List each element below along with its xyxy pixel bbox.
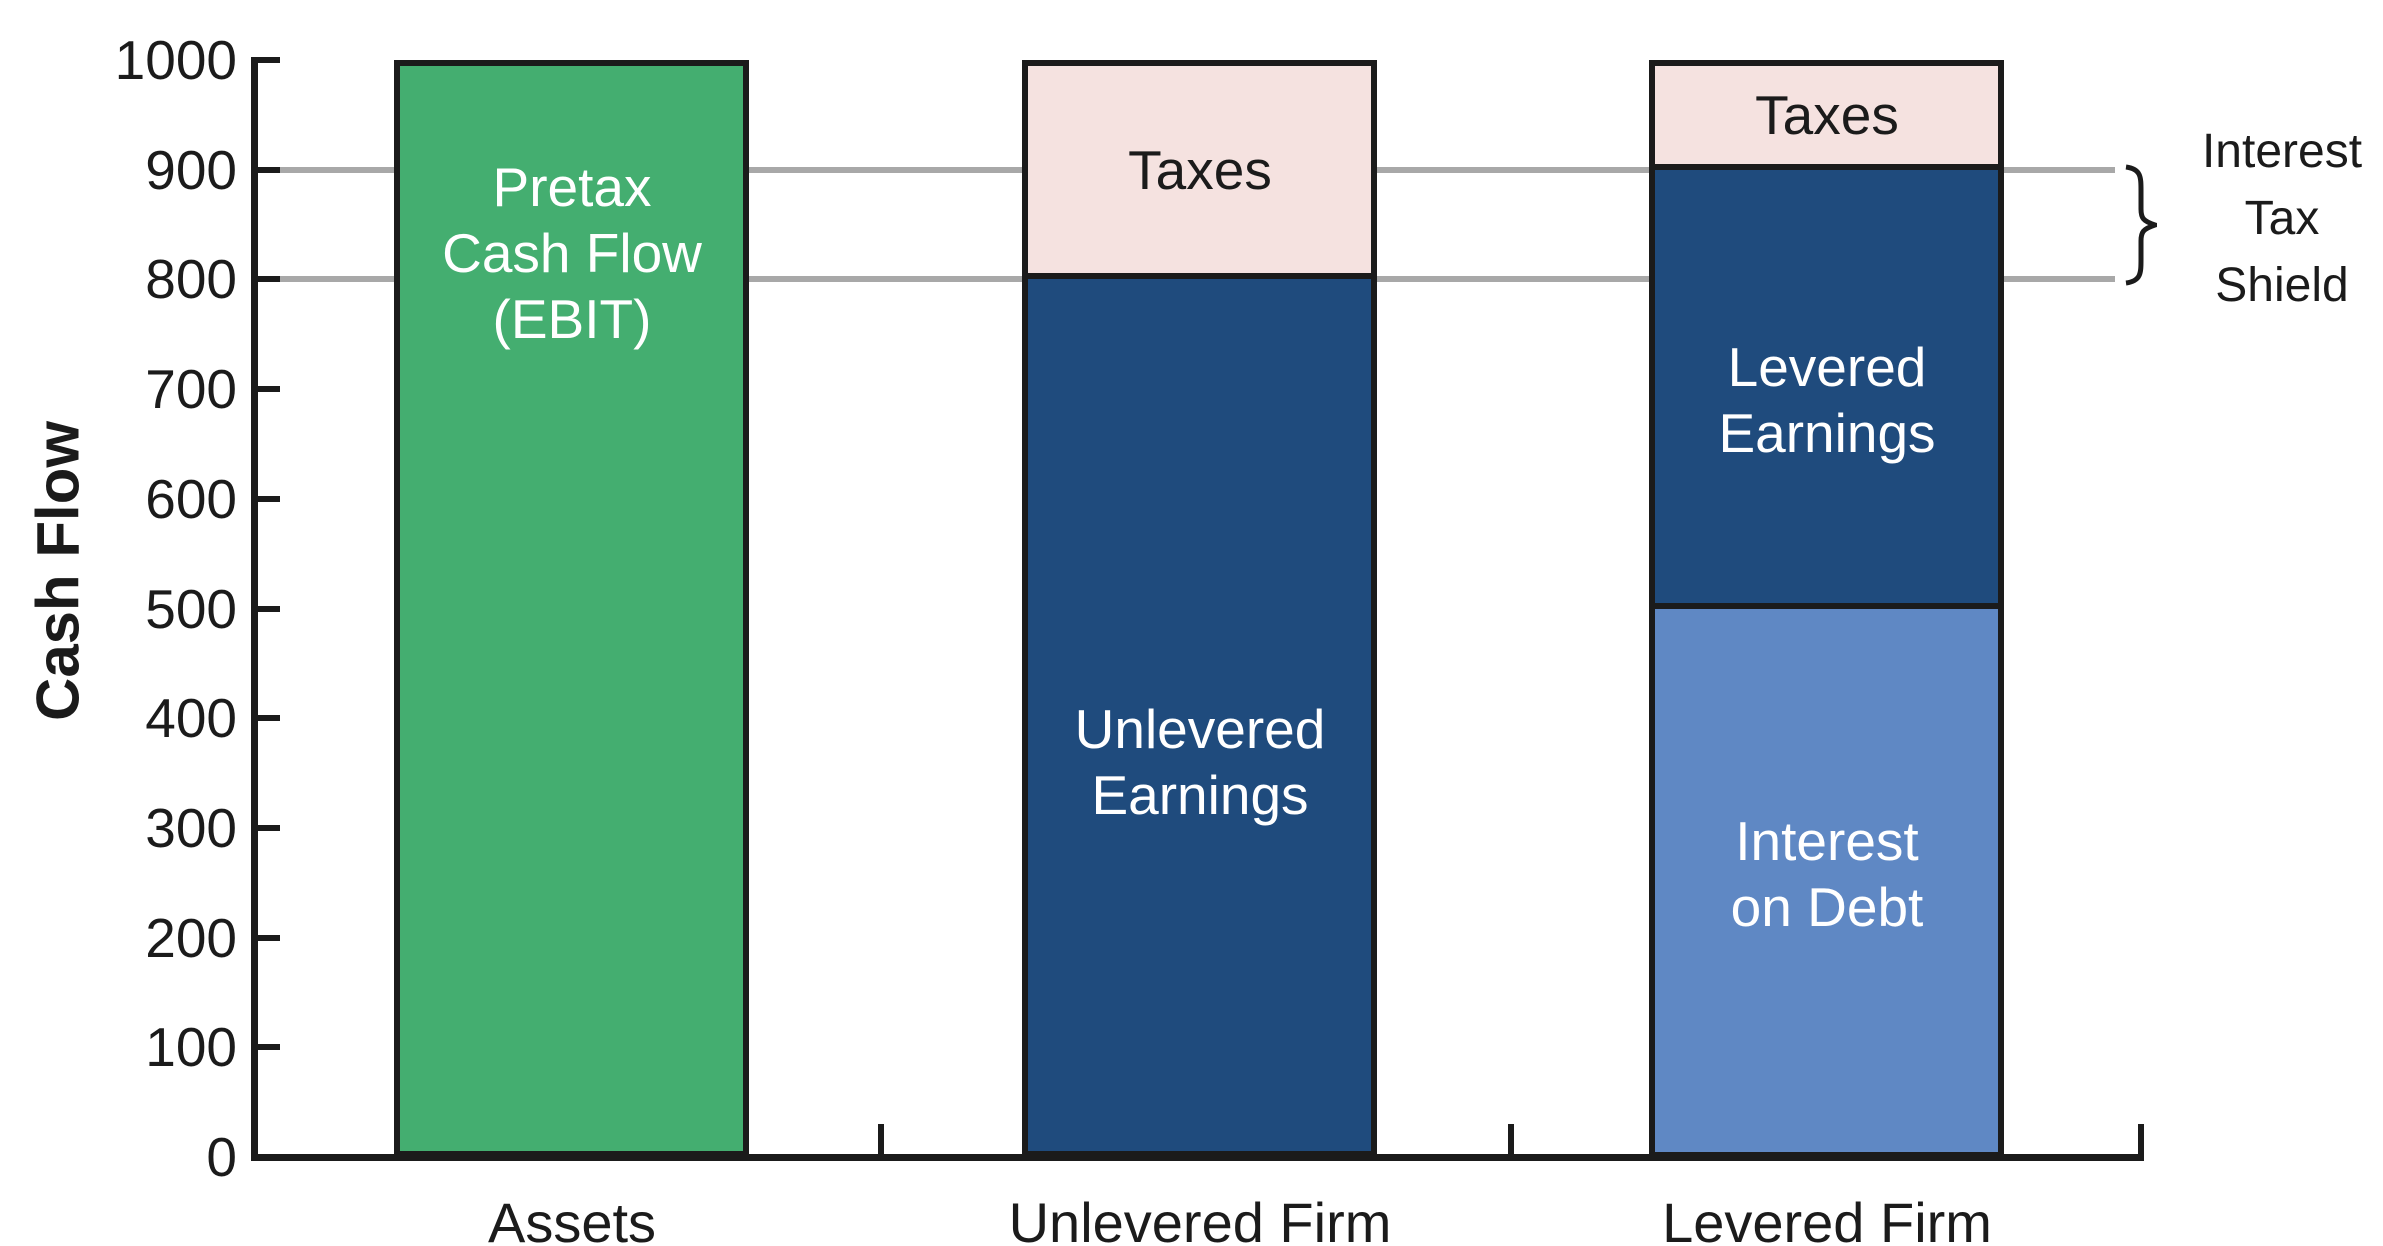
interest-tax-shield-line-2: Tax: [2244, 192, 2320, 245]
interest-tax-shield-line-3: Shield: [2215, 259, 2349, 312]
y-tick-200: [258, 935, 280, 941]
y-tick-100: [258, 1044, 280, 1050]
y-tick-300: [258, 825, 280, 831]
y-tick-label-700: 700: [145, 358, 237, 420]
interest-tax-shield-label: Interest Tax Shield: [2202, 118, 2362, 319]
bar-segment-label-assets-pretax-cash-flow-ebit: Pretax Cash Flow (EBIT): [442, 156, 702, 350]
y-axis-title: Cash Flow: [24, 420, 92, 722]
x-axis-boundary-tick-2: [1508, 1124, 1514, 1154]
x-category-label-unlevered-firm: Unlevered Firm: [1008, 1191, 1392, 1246]
x-category-label-assets: Assets: [487, 1191, 657, 1246]
y-tick-800: [258, 276, 280, 282]
y-tick-label-200: 200: [145, 907, 237, 969]
bar-segment-unlevered-firm-unlevered-earnings: [1022, 279, 1377, 1157]
y-tick-700: [258, 386, 280, 392]
x-axis-line: [251, 1154, 2144, 1161]
y-tick-label-600: 600: [145, 468, 237, 530]
y-tick-label-300: 300: [145, 797, 237, 859]
bar-segment-assets-pretax-cash-flow-ebit: [394, 60, 749, 1157]
bar-segment-label-unlevered-firm-taxes: Taxes: [1128, 139, 1272, 201]
y-tick-label-1000: 1000: [114, 29, 237, 91]
y-tick-label-0: 0: [206, 1126, 237, 1188]
bar-segment-label-levered-firm-levered-earnings: Levered Earnings: [1718, 336, 1936, 464]
y-axis-line: [251, 57, 258, 1161]
y-tick-label-800: 800: [145, 248, 237, 310]
x-axis-boundary-tick-3: [2138, 1124, 2144, 1154]
bar-segment-levered-firm-taxes: [1649, 60, 2004, 170]
y-tick-label-100: 100: [145, 1016, 237, 1078]
y-tick-label-900: 900: [145, 139, 237, 201]
y-tick-400: [258, 715, 280, 721]
y-tick-900: [258, 167, 280, 173]
y-tick-label-500: 500: [145, 578, 237, 640]
y-tick-600: [258, 496, 280, 502]
brace-icon: [2125, 164, 2157, 286]
y-tick-1000: [258, 57, 280, 63]
interest-tax-shield-line-1: Interest: [2201, 125, 2363, 178]
bar-segment-label-levered-firm-taxes: Taxes: [1755, 84, 1899, 146]
bar-segment-levered-firm-interest-on-debt: [1649, 609, 2004, 1158]
bar-segment-label-levered-firm-interest-on-debt: Interest on Debt: [1730, 810, 1924, 938]
y-tick-500: [258, 606, 280, 612]
bar-segment-unlevered-firm-taxes: [1022, 60, 1377, 279]
x-category-label-levered-firm: Levered Firm: [1662, 1191, 1992, 1246]
y-tick-label-400: 400: [145, 687, 237, 749]
x-axis-boundary-tick-1: [878, 1124, 884, 1154]
bar-segment-levered-firm-levered-earnings: [1649, 170, 2004, 609]
bar-segment-label-unlevered-firm-unlevered-earnings: Unlevered Earnings: [1074, 698, 1326, 826]
